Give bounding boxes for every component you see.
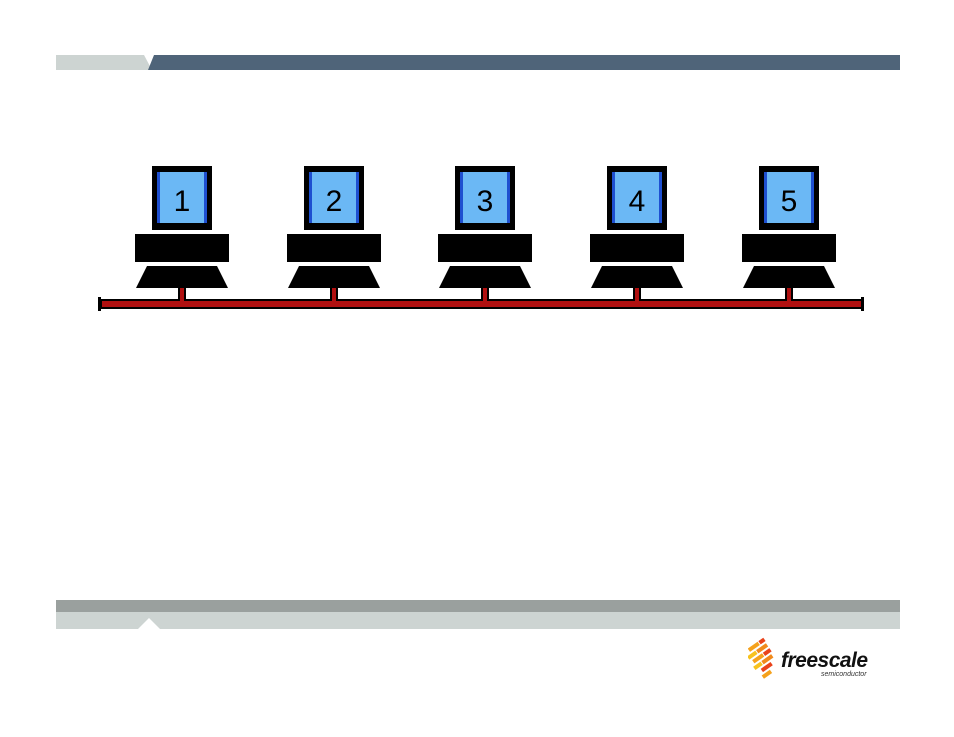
drop-line [180, 288, 184, 301]
system-unit [438, 234, 532, 262]
system-unit [590, 234, 684, 262]
computer-number: 3 [477, 185, 494, 218]
computer-number: 1 [174, 185, 191, 218]
drop-line [332, 288, 336, 301]
drop-line [635, 288, 639, 301]
computer-number: 4 [629, 185, 646, 218]
logo-subtitle: semiconductor [821, 671, 867, 678]
drop-line [787, 288, 791, 301]
freescale-logo: freescale semiconductor [748, 636, 888, 682]
computers-group: 1 2 3 4 5 [135, 166, 836, 301]
system-unit [742, 234, 836, 262]
computer-3: 3 [438, 166, 532, 301]
screen-edge-left [764, 172, 767, 223]
screen-edge-right [204, 172, 207, 223]
screen-edge-right [507, 172, 510, 223]
screen-edge-right [811, 172, 814, 223]
drop-line [483, 288, 487, 301]
system-unit [287, 234, 381, 262]
keyboard [288, 266, 380, 288]
screen-edge-left [460, 172, 463, 223]
computer-4: 4 [590, 166, 684, 301]
screen-edge-left [309, 172, 312, 223]
bus-terminator-left [98, 297, 101, 311]
keyboard [591, 266, 683, 288]
bus-terminator-right [861, 297, 864, 311]
keyboard [743, 266, 835, 288]
computer-1: 1 [135, 166, 229, 301]
footer-light-bar [56, 612, 900, 629]
keyboard [439, 266, 531, 288]
footer-dark-bar [56, 600, 900, 612]
freescale-logo-icon [748, 636, 784, 682]
computer-number: 2 [326, 185, 343, 218]
screen-edge-right [356, 172, 359, 223]
computer-number: 5 [781, 185, 798, 218]
computer-2: 2 [287, 166, 381, 301]
system-unit [135, 234, 229, 262]
screen-edge-right [659, 172, 662, 223]
keyboard [136, 266, 228, 288]
computer-5: 5 [742, 166, 836, 301]
logo-wordmark: freescale [781, 649, 868, 673]
screen-edge-left [157, 172, 160, 223]
screen-edge-left [612, 172, 615, 223]
bus-cable [102, 301, 861, 307]
